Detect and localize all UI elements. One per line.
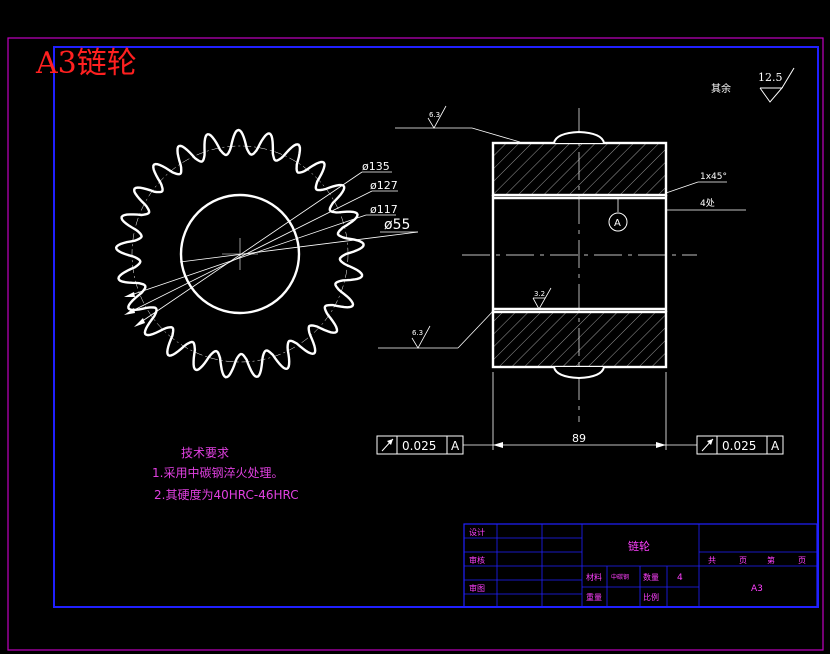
arrow-leader-135 (134, 318, 145, 327)
tb-format: A3 (751, 584, 763, 594)
chamfer-leader-diag (665, 181, 699, 194)
tb-check-label: 审核 (469, 555, 485, 565)
chamfer-count: 4处 (700, 197, 715, 209)
tb-sheet-num: 第 (767, 555, 775, 565)
roughness-symbol-bottom (411, 325, 431, 349)
arrow-leader-127 (124, 308, 135, 315)
tb-material-label: 材料 (586, 572, 602, 582)
roughness-leader-top-diag (471, 127, 521, 143)
runout-left-datum: A (451, 439, 460, 453)
tb-sheet-page: 页 (739, 556, 747, 565)
dim-leader-55 (179, 231, 419, 263)
runout-arrowhead-icon (387, 439, 393, 445)
tb-weight-label: 重量 (586, 592, 602, 602)
chamfer-size: 1x45° (700, 172, 727, 182)
roughness-bore-value: 3.2 (534, 290, 545, 298)
dim-text-135: ø135 (362, 160, 390, 173)
tooth-bump-top (553, 130, 605, 144)
roughness-bottom-value: 6.3 (412, 329, 423, 337)
tb-qty-label: 数量 (643, 572, 659, 582)
roughness-rest: 其余 12.5 (711, 67, 795, 103)
sprocket-section-view: 6.3 6.3 3.2 A 1x45° 4处 89 (376, 105, 784, 455)
tb-sheet-total: 共 (708, 556, 716, 565)
roughness-rest-value: 12.5 (758, 71, 783, 84)
datum-label: A (614, 218, 621, 229)
roughness-leader-bottom-diag (457, 307, 497, 349)
pitch-circle (131, 145, 349, 363)
section-bottom-hatched (491, 310, 668, 369)
sprocket-front-view: ø135 ø127 ø117 ø55 (114, 128, 419, 379)
sprocket-tooth-profile (114, 128, 365, 379)
roughness-rest-symbol (759, 87, 784, 103)
dim-text-127: ø127 (370, 179, 398, 192)
roughness-symbol-bore (532, 287, 552, 310)
roughness-top-value: 6.3 (429, 111, 440, 119)
tb-qty-value: 4 (677, 573, 683, 583)
runout-arrowhead-icon-right (707, 439, 713, 445)
outer-frame (7, 37, 824, 651)
tb-approve-label: 审图 (469, 583, 485, 593)
dim-leader-117 (127, 214, 367, 297)
roughness-symbol-top (427, 105, 447, 129)
width-arrow-left (493, 442, 503, 448)
roughness-rest-tail (781, 67, 795, 89)
tech-req-item-1: 1.采用中碳钢淬火处理。 (152, 465, 283, 480)
tb-material-value: 中碳钢 (611, 573, 629, 581)
dim-leader-127 (127, 190, 373, 314)
dim-text-117: ø117 (370, 203, 398, 216)
tech-req-heading: 技术要求 (181, 446, 229, 460)
tech-req-item-2: 2.其硬度为40HRC-46HRC (154, 487, 299, 502)
tooth-bump-bottom (553, 366, 605, 380)
dim-text-55: ø55 (384, 217, 410, 233)
sprocket-bore-circle (179, 193, 301, 315)
runout-frame-right: 0.025 A (666, 435, 784, 455)
arrow-leader-117 (124, 292, 135, 297)
datum-circle (608, 212, 628, 232)
title-block: 设计 审核 审图 链轮 材料 中碳钢 数量 4 重量 比例 共 页 第 页 A3 (463, 523, 818, 608)
runout-frame-left: 0.025 A (376, 435, 493, 455)
runout-right-value: 0.025 (722, 439, 756, 453)
width-arrow-right (656, 442, 666, 448)
inner-frame (53, 46, 819, 608)
dim-leader-135 (137, 171, 363, 325)
roughness-rest-label: 其余 (711, 82, 731, 95)
width-dim-value: 89 (572, 432, 586, 445)
runout-left-value: 0.025 (402, 439, 436, 453)
tb-scale-label: 比例 (643, 592, 659, 602)
technical-requirements: 技术要求 1.采用中碳钢淬火处理。 2.其硬度为40HRC-46HRC (152, 446, 299, 502)
tb-sheet-page2: 页 (798, 556, 806, 565)
tb-design-label: 设计 (469, 527, 485, 537)
section-top-hatched (491, 141, 668, 197)
drawing-title: A3链轮 (35, 46, 137, 81)
runout-right-datum: A (771, 439, 780, 453)
tb-part-name: 链轮 (628, 539, 650, 553)
